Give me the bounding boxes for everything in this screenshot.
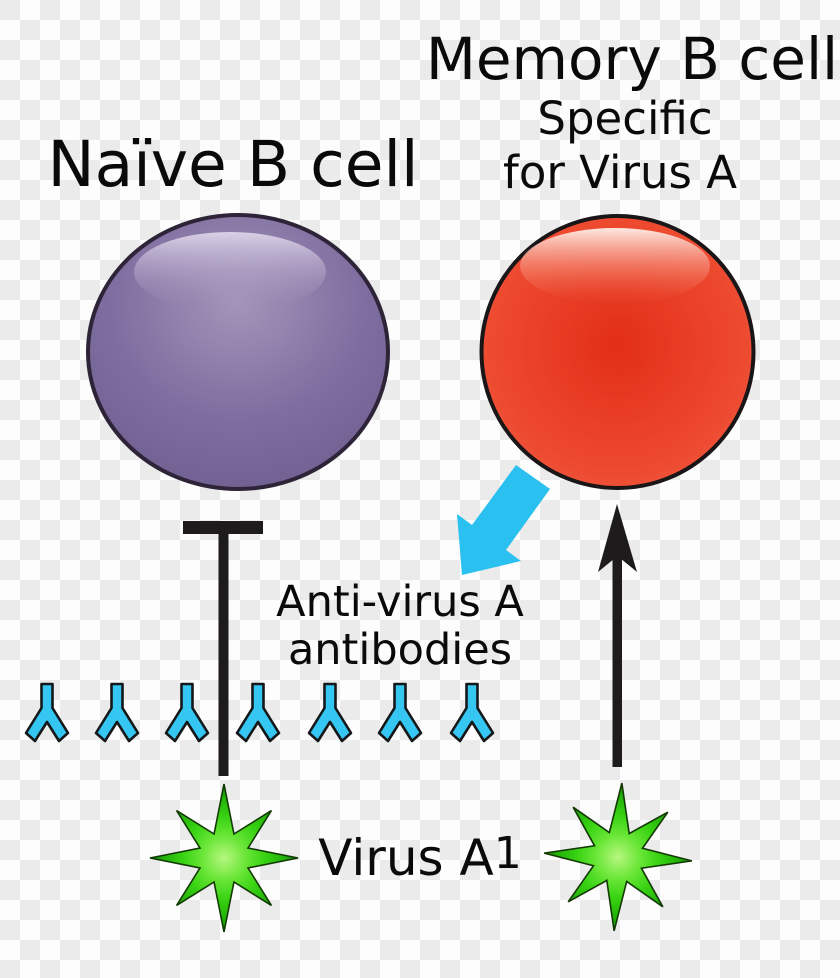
inhibition-tbar-icon xyxy=(183,521,263,776)
memory-b-cell-sphere xyxy=(479,214,756,490)
memory-b-cell-label: Memory B cell xyxy=(425,25,839,93)
virus-a-label-superscript: 1 xyxy=(493,828,522,879)
memory-b-cell-sublabel-specific: Specific xyxy=(537,92,713,145)
antibody-secretion-arrow-icon xyxy=(457,465,550,575)
antibody-icon xyxy=(94,682,140,743)
antibody-icon xyxy=(24,682,70,743)
antibody-row xyxy=(24,682,495,743)
antibodies-label-line1: Anti-virus A xyxy=(276,577,524,627)
virus-recognition-arrow-icon xyxy=(598,504,637,767)
virus-particle-icon xyxy=(539,778,697,936)
virus-a-label: Virus A1 xyxy=(300,832,540,884)
virus-a-label-text: Virus A xyxy=(318,829,494,887)
memory-b-cell-sublabel-for-virus-a: for Virus A xyxy=(502,146,738,199)
virus-particle-icon xyxy=(149,783,299,933)
antibody-icon xyxy=(307,682,353,743)
antibody-icon xyxy=(377,682,423,743)
naive-b-cell-sphere xyxy=(86,213,390,491)
antibody-icon xyxy=(235,682,281,743)
antibodies-label-line2: antibodies xyxy=(287,625,513,675)
antibody-icon xyxy=(449,682,495,743)
naive-b-cell-label: Naïve B cell xyxy=(47,128,419,201)
antibodies-label: Anti-virus A antibodies xyxy=(250,578,550,674)
naive-cell-gloss-highlight xyxy=(134,232,326,312)
memory-cell-gloss-highlight xyxy=(520,228,710,304)
antibody-icon xyxy=(164,682,210,743)
